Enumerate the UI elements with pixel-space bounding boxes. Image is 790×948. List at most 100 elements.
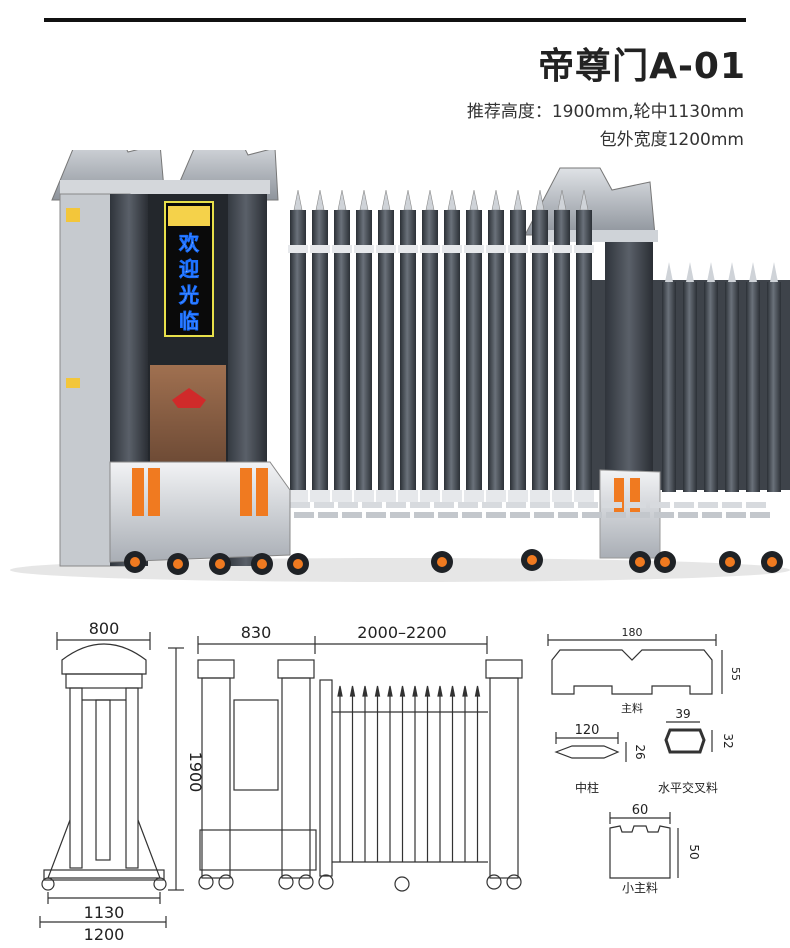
gate-bar [334,210,350,500]
control-head: 欢迎光临 [51,150,291,567]
lattice-link [650,502,670,508]
side-wheel [198,874,214,890]
side-spike [362,685,368,697]
wheel-center-label: 1130 [84,903,125,922]
gate-bar-clamp [398,490,418,502]
spike [770,262,778,282]
lattice-link [750,512,770,518]
side-spike [424,685,431,697]
side-wheel [298,874,314,890]
lattice-link [702,512,722,518]
technical-drawings: 800 1900 1130 1200 830 2000–2200 [39,619,742,944]
led-sign-char: 欢 [178,231,200,255]
led-sign-char: 光 [178,283,199,307]
lattice-link [434,502,454,508]
gate-bar-clamp [552,490,572,502]
gate-bar-clamp [376,245,396,253]
gate-bar-clamp [552,245,572,253]
lattice-link [338,502,358,508]
side-spike [374,685,381,697]
side-spike [474,685,481,697]
side-spike [412,685,418,697]
gate-bar-clamp [508,245,528,253]
spike [293,189,303,211]
side-spike [399,685,406,697]
side-wheel [486,874,502,890]
lattice-link [342,512,362,518]
lattice-link [654,512,674,518]
gate-bar [532,210,548,500]
gate-bar [400,210,416,500]
middle-post-width: 120 [575,723,600,738]
gate-wheels [124,549,783,575]
profile-middle-post: 120 26 中柱 [554,723,647,795]
lattice-link [410,502,430,508]
cross-bar-width: 39 [675,707,690,721]
cross-bar-label: 水平交叉料 [658,780,718,795]
gate-bar-clamp [486,490,506,502]
wheel-hub [725,557,735,567]
gate-illustration: 欢迎光临 [10,150,790,582]
side-wheel [394,876,410,892]
gate-bar-clamp [464,490,484,502]
profile-cross-bar: 39 32 水平交叉料 [658,707,735,795]
spike [728,262,736,282]
lattice-link [726,512,746,518]
gate-bar-clamp [508,490,528,502]
gate-bar-clamp [530,245,550,253]
lattice-link [314,502,334,508]
gate-bar-clamp [310,245,330,253]
track-width-label: 2000–2200 [357,623,446,642]
spike [707,262,715,282]
gate-bar [767,282,781,492]
outer-width-label: 1200 [84,925,125,944]
gate-bar [466,210,482,500]
side-wheel [218,874,234,890]
lattice-link [630,512,650,518]
side-spike [337,685,343,697]
lattice-link [554,502,574,508]
gate-bar [356,210,372,500]
main-material-width: 180 [622,626,643,639]
lattice-link [318,512,338,518]
spike [403,189,413,211]
lattice-link [626,502,646,508]
small-main-height: 50 [687,844,701,859]
spike [513,189,523,211]
small-main-width: 60 [632,803,649,818]
lattice-link [578,502,598,508]
spike [469,189,479,211]
gate-bar-clamp [354,490,374,502]
lattice-link [746,502,766,508]
lattice-link [674,502,694,508]
main-material-label: 主料 [621,701,643,715]
lattice-link [294,512,314,518]
profile-main-material: 180 55 主料 [547,626,742,715]
lattice-link [486,512,506,518]
gate-bar-clamp [354,245,374,253]
lattice-link [606,512,626,518]
gate-bar-clamp [442,490,462,502]
lattice-link [558,512,578,518]
middle-post-label: 中柱 [575,780,599,795]
gate-bar-clamp [464,245,484,253]
lattice-link [602,502,622,508]
gate-bar-clamp [288,245,308,253]
lattice-link [458,502,478,508]
gate-bar [488,210,504,500]
front-height-label: 1900 [186,752,205,793]
profile-small-main: 60 50 小主料 [609,803,701,895]
spec-height: 推荐高度：1900mm,轮中1130mm [466,102,744,122]
side-spike [462,685,468,697]
spike [359,189,369,211]
led-sign-text: 欢迎光临 [178,231,200,333]
side-view-wheels [198,874,522,892]
spike [491,189,501,211]
gate-bar [683,282,697,492]
wheel-hub [635,557,645,567]
lattice-link [530,502,550,508]
gate-bar [444,210,460,500]
gate-bar [576,210,592,500]
lattice-link [290,502,310,508]
gate-bar-clamp [574,490,594,502]
